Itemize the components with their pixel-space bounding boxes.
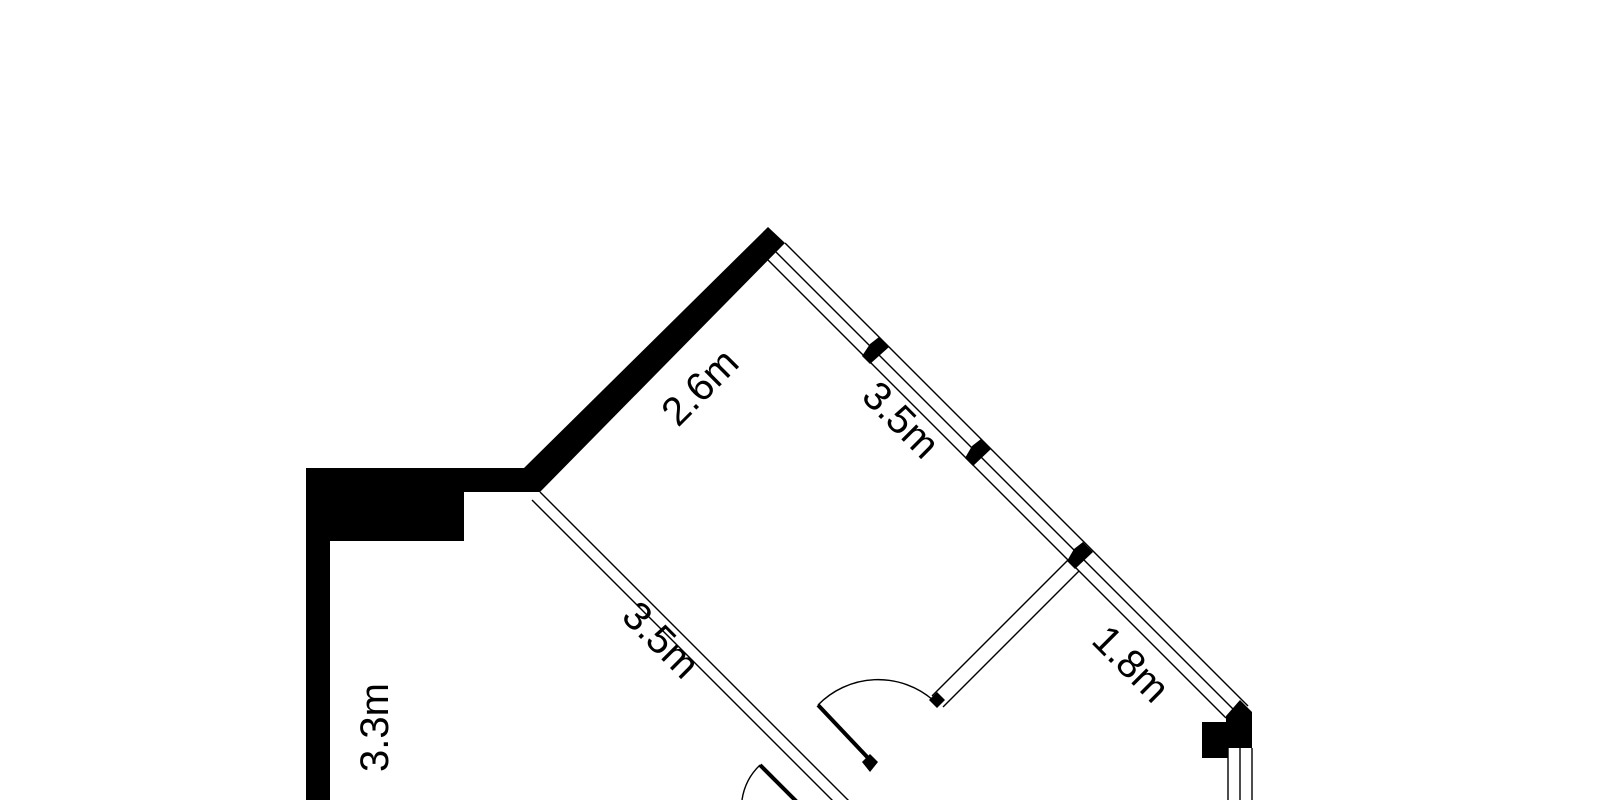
wall-interior-diagonal [531, 491, 849, 800]
window-east [1227, 748, 1253, 800]
dimension-label-3-5m-window: 3.5m [854, 373, 948, 467]
wall-northwest [523, 227, 785, 492]
partition-end-post [929, 692, 945, 708]
wall-corner-southeast [1202, 700, 1252, 758]
dimension-label-3-5m-interior: 3.5m [614, 593, 708, 687]
wall-partition [931, 559, 1080, 708]
window-mullions [862, 337, 1093, 569]
dimension-label-1-8m: 1.8m [1084, 617, 1178, 711]
dimension-label-3-3m: 3.3m [353, 683, 397, 772]
window-northeast [767, 242, 1249, 719]
door-upper [816, 678, 934, 772]
wall-left [306, 468, 527, 800]
door-lower [741, 763, 798, 800]
